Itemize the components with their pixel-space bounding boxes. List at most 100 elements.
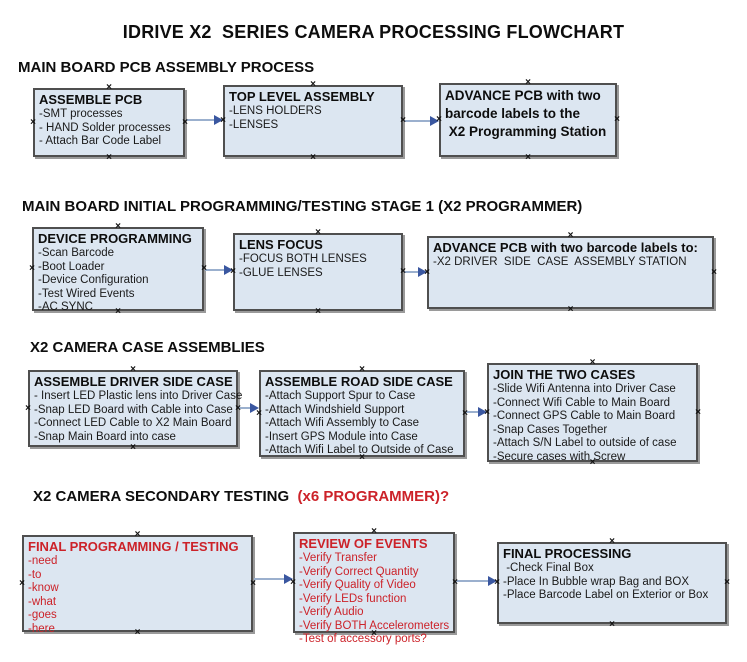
arrow-line (466, 411, 481, 413)
box-item: -Attach Wifi Assembly to Case (265, 417, 420, 429)
connection-point-icon: × (256, 407, 262, 419)
connection-point-icon: × (29, 263, 35, 274)
section-heading-secondary-testing: X2 CAMERA SECONDARY TESTING (x6 PROGRAMM… (33, 488, 449, 505)
connection-point-icon: × (201, 263, 207, 274)
flow-box-review-of-events: × × × × REVIEW OF EVENTS -Verify Transfe… (290, 527, 458, 646)
box-item: -Verify Correct Quantity (299, 565, 419, 578)
connection-point-icon: × (359, 452, 365, 463)
box-item: -Attach S/N Label to outside of case (493, 437, 677, 449)
connection-point-icon: × (400, 266, 406, 277)
connector-arrow (254, 573, 293, 585)
box-item: -SMT processes (39, 108, 123, 120)
connector-arrow (456, 575, 497, 587)
connection-point-icon: × (567, 304, 574, 315)
box-item: -Connect LED Cable to X2 Main Board (34, 417, 232, 429)
heading-black-part: X2 CAMERA SECONDARY TESTING (33, 488, 294, 505)
box-item: -need (28, 555, 58, 567)
box-item: -Snap Main Board into case (34, 430, 176, 443)
box-item: -Place Barcode Label on Exterior or Box (503, 589, 709, 601)
connector-arrow (404, 115, 439, 127)
box-title: JOIN THE TWO CASES (493, 367, 636, 382)
connection-point-icon: × (589, 357, 596, 368)
box-item: -Attach Wifi Label to Outside of Case (265, 444, 454, 456)
section-heading-initial-programming: MAIN BOARD INITIAL PROGRAMMING/TESTING S… (22, 198, 583, 215)
box-title: FINAL PROGRAMMING / TESTING (28, 539, 239, 554)
connection-point-icon: × (106, 152, 112, 163)
connection-point-icon: × (589, 457, 596, 468)
box-item: -AC SYNC (38, 301, 93, 313)
box-title: ASSEMBLE PCB (39, 92, 143, 107)
connection-point-icon: × (371, 526, 377, 537)
box-title: REVIEW OF EVENTS (299, 536, 428, 551)
connector-arrow (186, 114, 223, 126)
arrowhead-icon (430, 116, 439, 126)
box-item: -Slide Wifi Antenna into Driver Case (493, 383, 676, 395)
box-item: barcode labels to the (445, 106, 581, 121)
flow-box-final-programming-testing: × × × × FINAL PROGRAMMING / TESTING -nee… (19, 530, 256, 638)
section-heading-case-assemblies: X2 CAMERA CASE ASSEMBLIES (30, 339, 265, 356)
box-item: -Test of accessory ports? (299, 633, 427, 645)
box-item: -Connect Wifi Cable to Main Board (493, 396, 671, 409)
connection-point-icon: × (452, 576, 458, 588)
connection-point-icon: × (525, 152, 531, 163)
connection-point-icon: × (115, 221, 121, 232)
box-title: ASSEMBLE DRIVER SIDE CASE (34, 374, 233, 389)
arrow-line (404, 271, 421, 273)
flow-box-device-programming: × × × × DEVICE PROGRAMMING -Scan Barcode… (29, 222, 207, 317)
box-item: - HAND Solder processes (39, 121, 171, 134)
arrowhead-icon (418, 267, 427, 277)
connection-point-icon: × (19, 577, 25, 589)
flow-box-advance-pcb-driver-side: × × × × ADVANCE PCB with two barcode lab… (424, 231, 717, 315)
connection-point-icon: × (711, 266, 717, 278)
arrowhead-icon (214, 115, 223, 125)
box-item: X2 Programming Station (445, 124, 607, 139)
connector-arrow (239, 402, 259, 414)
box-item: -Check Final Box (503, 562, 594, 574)
connection-point-icon: × (484, 406, 490, 418)
box-item: -know (28, 582, 59, 594)
connector-arrow (205, 264, 233, 276)
connection-point-icon: × (130, 364, 136, 375)
flow-box-join-the-two-cases: × × × × JOIN THE TWO CASES -Slide Wifi A… (484, 358, 701, 468)
arrow-line (456, 580, 491, 582)
connection-point-icon: × (695, 406, 701, 418)
connection-point-icon: × (115, 306, 121, 317)
connector-arrow (404, 266, 427, 278)
box-item: -to (28, 568, 42, 581)
connection-point-icon: × (235, 402, 241, 414)
connection-point-icon: × (609, 619, 615, 630)
arrow-line (239, 407, 253, 409)
connection-point-icon: × (724, 577, 730, 588)
connection-point-icon: × (25, 402, 31, 414)
connection-point-icon: × (230, 266, 236, 277)
connection-point-icon: × (134, 529, 141, 540)
heading-red-part: (x6 PROGRAMMER)? (293, 488, 450, 505)
box-item: -FOCUS BOTH LENSES (239, 253, 367, 265)
connection-point-icon: × (424, 266, 430, 278)
box-title: ASSEMBLE ROAD SIDE CASE (265, 374, 453, 389)
box-item: -Verify Quality of Video (299, 579, 416, 591)
box-item: -LENS HOLDERS (229, 105, 322, 117)
section-heading-pcb-assembly: MAIN BOARD PCB ASSEMBLY PROCESS (18, 59, 315, 76)
box-title: ADVANCE PCB with two barcode labels to: (433, 240, 698, 255)
flow-box-assemble-road-side-case: × × × × ASSEMBLE ROAD SIDE CASE -Attach … (256, 365, 468, 463)
arrowhead-icon (488, 576, 497, 586)
arrow-line (254, 578, 287, 580)
connection-point-icon: × (400, 115, 406, 126)
connection-point-icon: × (609, 536, 615, 547)
connection-point-icon: × (106, 82, 112, 93)
box-item: - Insert LED Plastic lens into Driver Ca… (34, 390, 243, 402)
flow-box-lens-focus: × × × × LENS FOCUS -FOCUS BOTH LENSES -G… (230, 228, 406, 317)
box-item: -Scan Barcode (38, 247, 115, 259)
box-item: -what (28, 595, 57, 608)
flow-box-final-processing: × × × × FINAL PROCESSING -Check Final Bo… (494, 537, 730, 630)
box-item: -Verify BOTH Accelerometers (299, 619, 450, 632)
connection-point-icon: × (130, 442, 136, 453)
connection-point-icon: × (315, 227, 321, 238)
box-item: -Attach Windshield Support (265, 403, 405, 416)
connection-point-icon: × (525, 77, 531, 88)
connection-point-icon: × (567, 230, 574, 241)
arrow-line (404, 120, 433, 122)
connection-point-icon: × (310, 152, 316, 163)
